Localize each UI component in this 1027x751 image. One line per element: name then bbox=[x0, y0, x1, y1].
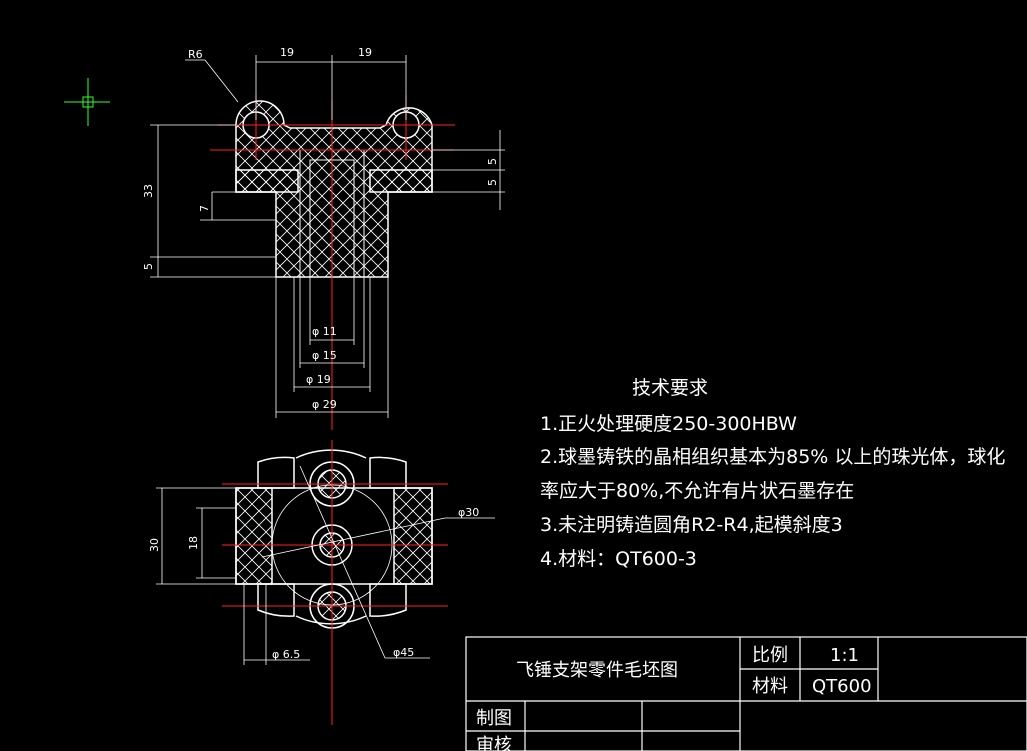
dim-30: 30 bbox=[148, 538, 161, 552]
dim-r6: R6 bbox=[188, 48, 203, 61]
material-value: QT600 bbox=[812, 676, 872, 697]
dim-19-left: 19 bbox=[280, 46, 294, 59]
dim-d6-5: φ 6.5 bbox=[272, 648, 300, 661]
dim-18: 18 bbox=[187, 536, 200, 550]
left-flange bbox=[235, 169, 299, 193]
dim-d45: φ45 bbox=[393, 646, 414, 659]
dim-d15: φ 15 bbox=[312, 349, 337, 362]
dim-d19: φ 19 bbox=[306, 373, 331, 386]
note-line-2: 2.球墨铸铁的晶相组织基本为85% 以上的珠光体，球化 bbox=[540, 446, 1005, 468]
note-line-1: 1.正火处理硬度250-300HBW bbox=[540, 413, 797, 435]
dim-7: 7 bbox=[198, 205, 211, 212]
front-section-view[interactable] bbox=[210, 95, 455, 430]
technical-requirements: 技术要求 1.正火处理硬度250-300HBW 2.球墨铸铁的晶相组织基本为85… bbox=[540, 377, 1005, 570]
crosshair-cursor-icon[interactable] bbox=[64, 78, 110, 126]
top-dimensions bbox=[156, 465, 495, 665]
top-view-centerlines bbox=[222, 440, 448, 725]
dim-19-right: 19 bbox=[358, 46, 372, 59]
front-dimensions bbox=[150, 55, 505, 418]
top-view[interactable] bbox=[235, 449, 433, 629]
drawn-label: 制图 bbox=[476, 708, 512, 729]
dim-5-left: 5 bbox=[142, 263, 155, 270]
scale-label: 比例 bbox=[752, 645, 788, 666]
checked-label: 审核 bbox=[476, 735, 512, 751]
scale-value: 1:1 bbox=[830, 645, 859, 666]
note-line-5: 4.材料：QT600-3 bbox=[540, 548, 697, 570]
note-line-3: 率应大于80%,不允许有片状石墨存在 bbox=[540, 480, 854, 502]
title-block[interactable] bbox=[465, 636, 1027, 751]
right-flange bbox=[369, 169, 433, 193]
dim-d11: φ 11 bbox=[312, 325, 337, 338]
material-label: 材料 bbox=[752, 676, 788, 697]
notes-title: 技术要求 bbox=[632, 377, 708, 399]
dim-33: 33 bbox=[142, 184, 155, 198]
dim-5-right-b: 5 bbox=[486, 179, 499, 186]
part-name: 飞锤支架零件毛坯图 bbox=[516, 660, 678, 681]
dim-d30: φ30 bbox=[458, 506, 479, 519]
dim-5-right-a: 5 bbox=[486, 158, 499, 165]
note-line-4: 3.未注明铸造圆角R2-R4,起模斜度3 bbox=[540, 514, 843, 536]
dim-d29: φ 29 bbox=[312, 398, 337, 411]
